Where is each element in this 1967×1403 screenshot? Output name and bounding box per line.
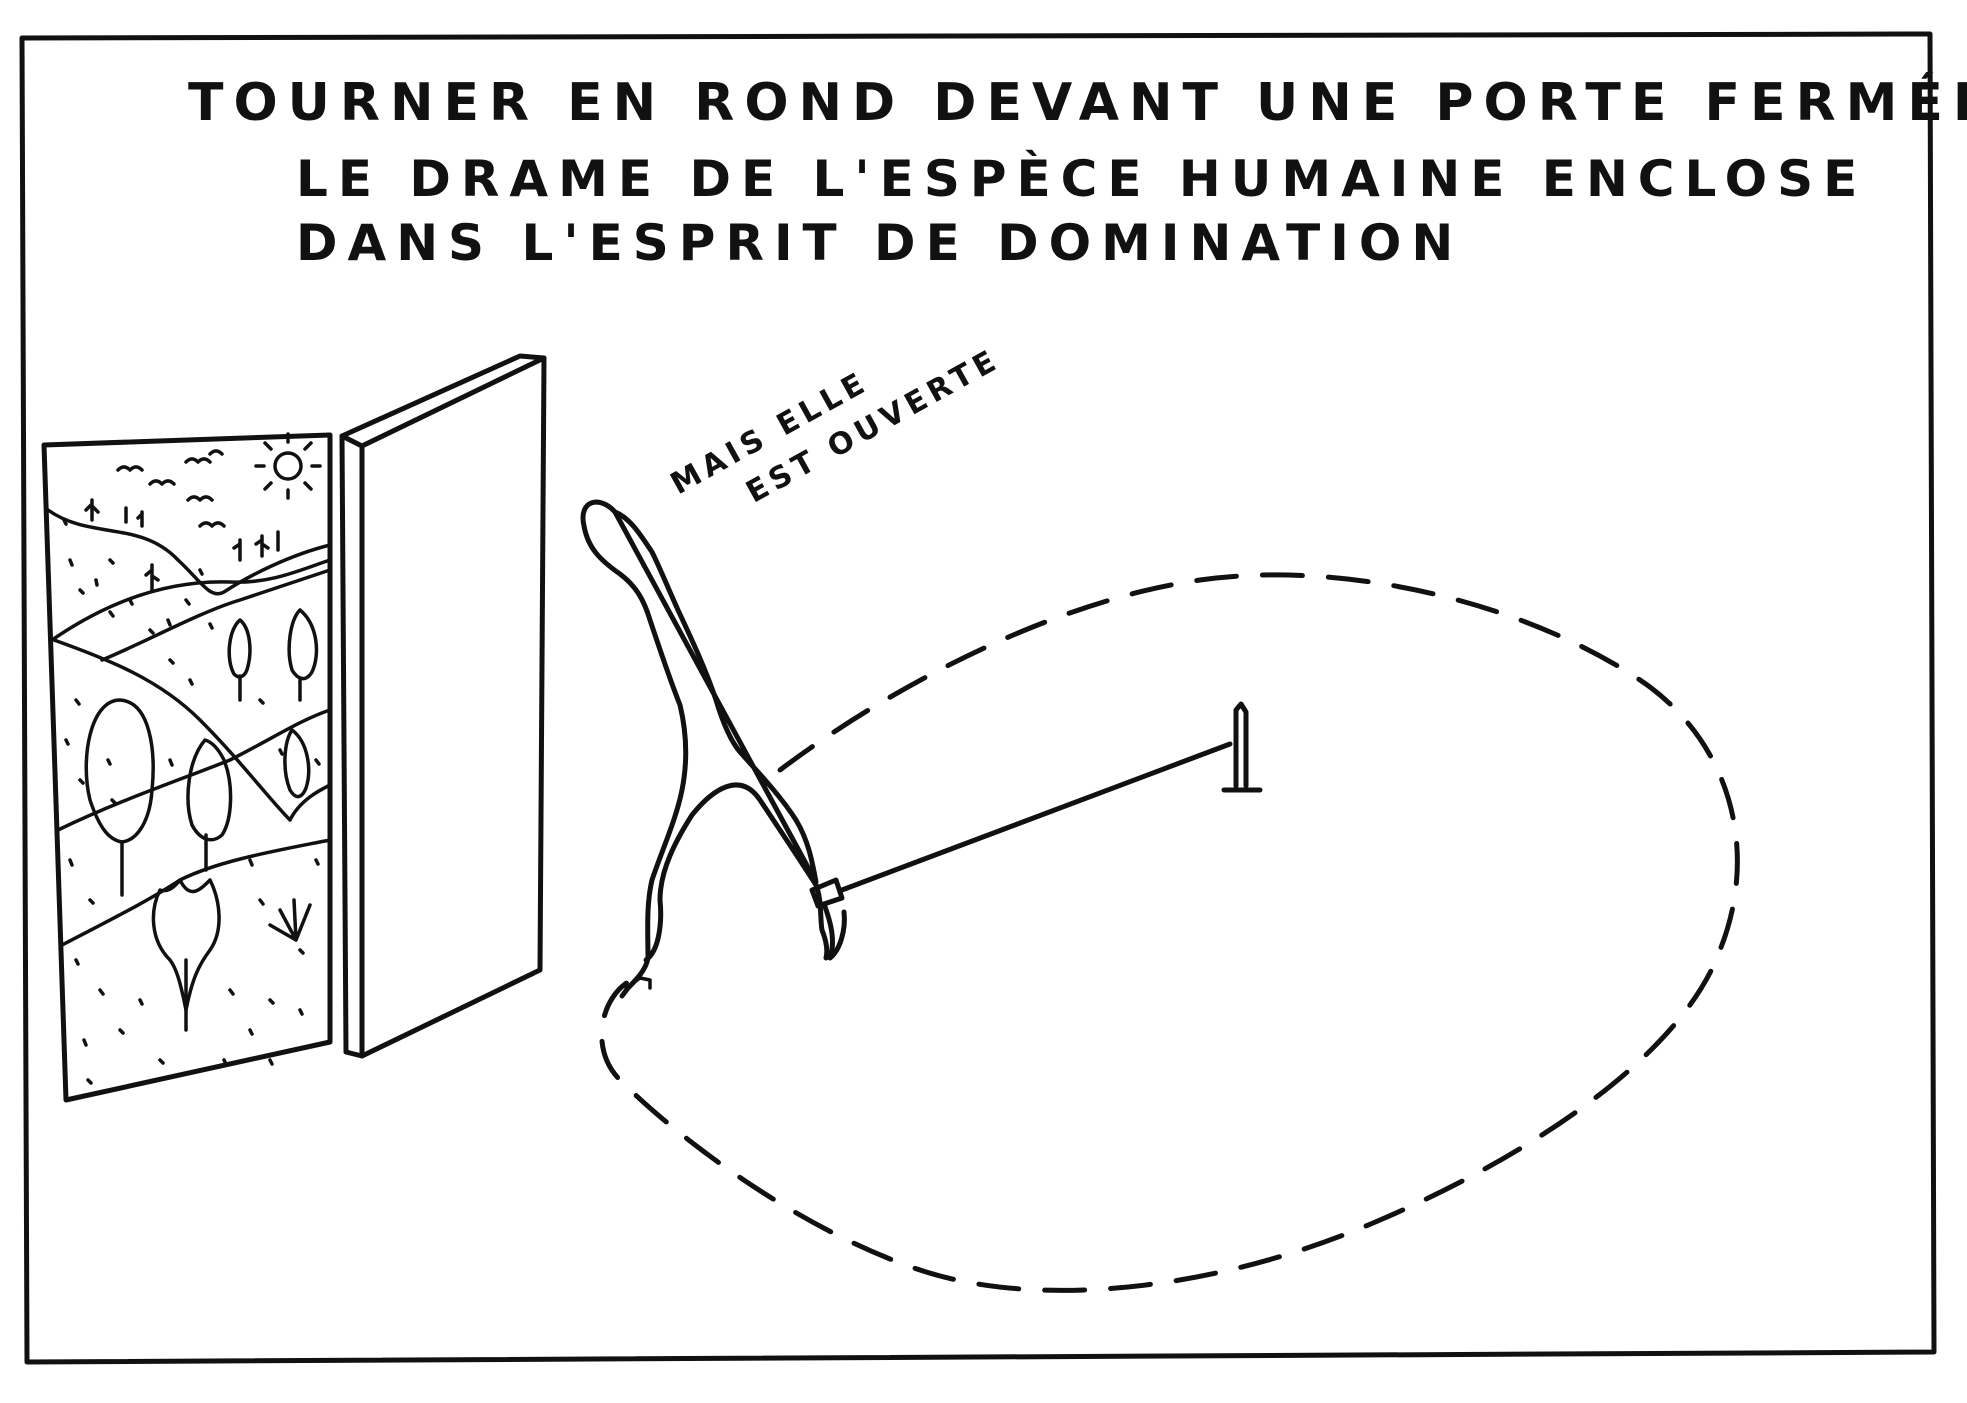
hill-line	[46, 508, 332, 596]
tree-icon	[84, 698, 155, 897]
door-panel	[339, 353, 547, 1059]
chain-line	[839, 741, 1233, 893]
stake-icon	[1221, 701, 1263, 793]
dashed-circling-path	[599, 572, 1740, 1293]
tree-icon	[287, 608, 319, 702]
tree-icon	[227, 618, 252, 702]
walking-figure	[580, 499, 847, 999]
hill-line	[100, 568, 332, 662]
tree-icon	[151, 878, 221, 1032]
landscape-texture	[62, 518, 321, 1085]
tree-icon	[283, 728, 311, 799]
birds-icon	[116, 449, 226, 528]
hill-line	[56, 708, 332, 832]
plant-icon	[268, 898, 312, 942]
hill-line	[50, 558, 332, 642]
doorway-frame	[41, 432, 333, 1103]
caption-line-1: TOURNER EN ROND DEVANT UNE PORTE FERMÉE	[188, 72, 1967, 133]
open-doorway	[41, 432, 333, 1103]
hill-line	[52, 638, 332, 822]
tree-icon	[186, 738, 233, 872]
drawing-frame	[19, 31, 1937, 1365]
caption-line-3: DANS L'ESPRIT DE DOMINATION	[296, 214, 1463, 272]
shrubs-icon	[84, 498, 280, 592]
sun-icon	[254, 432, 322, 500]
caption-line-2: LE DRAME DE L'ESPÈCE HUMAINE ENCLOSE	[296, 149, 1867, 208]
speech-text: MAIS ELLE EST OUVERTE	[665, 342, 1006, 510]
